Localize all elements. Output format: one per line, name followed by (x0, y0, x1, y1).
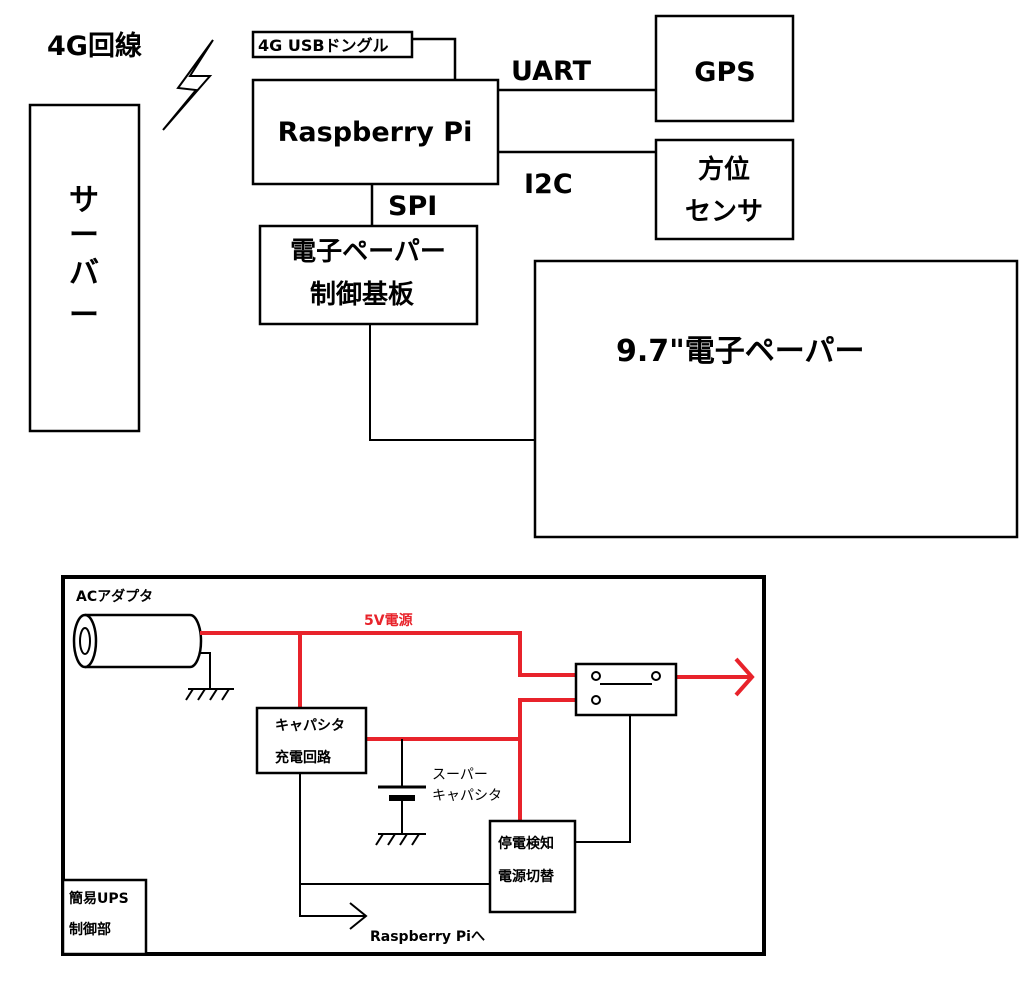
ups-label-1: 簡易UPS (69, 890, 129, 907)
server-label-char: ー (69, 218, 99, 253)
supercap-icon (378, 739, 426, 834)
epd-panel-box (533, 259, 1019, 539)
cap-charge-label-1: キャパシタ (275, 718, 345, 734)
supercap-label-1: スーパー (432, 767, 488, 783)
server-label: サ ー バ ー (69, 183, 99, 333)
epd-board-label-1: 電子ペーパー (290, 237, 446, 267)
epd-cable (369, 324, 535, 441)
rpi-output-wire (299, 773, 490, 930)
server-label-char: サ (69, 183, 99, 218)
dongle-label: 4G USBドングル (258, 36, 389, 55)
lightning-icon (162, 39, 214, 131)
relay-contact-icon (591, 671, 661, 705)
server-box (28, 103, 141, 433)
server-label-char: ー (69, 298, 99, 333)
cap-charge-label-2: 充電回路 (275, 749, 332, 766)
power-bus-label: 5V電源 (364, 612, 413, 629)
supercap-label-2: キャパシタ (432, 788, 502, 804)
gps-label: GPS (694, 57, 755, 88)
rpi-label: Raspberry Pi (278, 117, 473, 148)
switch-box (488, 819, 577, 914)
ac-ground-wire (200, 652, 211, 689)
uart-label: UART (511, 56, 592, 87)
dongle-box (251, 30, 414, 59)
i2c-label: I2C (524, 169, 573, 200)
ground-icon (375, 833, 426, 846)
power-bus (200, 631, 755, 821)
epd-board-label-2: 制御基板 (310, 279, 414, 310)
epd-panel-label: 9.7"電子ペーパー (616, 334, 864, 369)
compass-label-2: センサ (685, 197, 763, 227)
epd-board-box (258, 224, 479, 326)
switch-label-1: 停電検知 (498, 835, 554, 852)
switch-label-2: 電源切替 (498, 868, 555, 885)
cap-charge-box (255, 706, 368, 775)
compass-box (654, 138, 795, 241)
network-label: 4G回線 (47, 30, 142, 62)
rpi-box (251, 78, 500, 186)
ups-label-2: 制御部 (69, 921, 111, 938)
dongle-connector (412, 37, 457, 80)
ups-label-box (61, 878, 148, 956)
ac-adapter-label: ACアダプタ (76, 588, 153, 605)
server-label-char: バ (69, 256, 99, 291)
relay-box (574, 662, 678, 717)
ac-adapter-icon (72, 613, 203, 669)
compass-label-1: 方位 (698, 154, 750, 185)
spi-label: SPI (388, 191, 437, 222)
rpi-output-label: Raspberry Piへ (370, 929, 485, 945)
gps-box (654, 14, 795, 123)
relay-control-wire (575, 715, 631, 843)
ground-icon (185, 688, 234, 701)
